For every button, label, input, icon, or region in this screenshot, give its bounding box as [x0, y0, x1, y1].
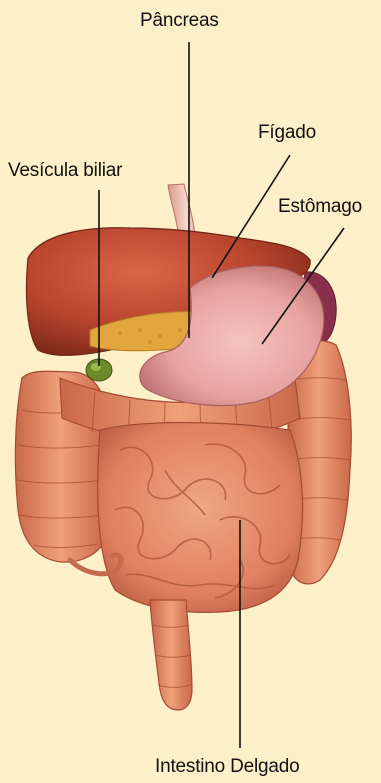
label-figado: Fígado — [258, 122, 316, 144]
label-vesicula-biliar: Vesícula biliar — [8, 160, 122, 182]
label-estomago: Estômago — [278, 196, 362, 218]
small-intestine — [98, 423, 303, 613]
label-intestino-delgado: Intestino Delgado — [155, 756, 299, 778]
label-pancreas: Pâncreas — [140, 10, 219, 32]
